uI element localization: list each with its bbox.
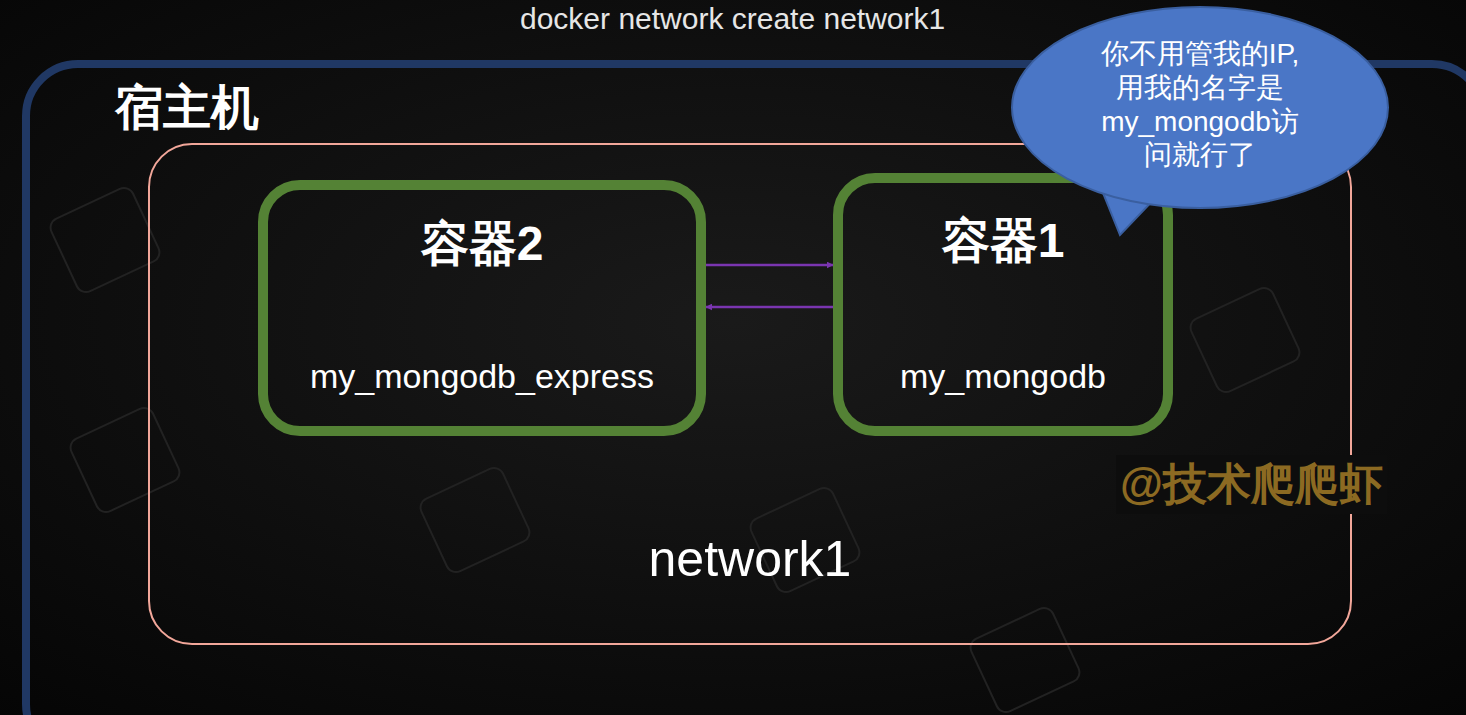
callout-text: 你不用管我的IP, 用我的名字是 my_mongodb访 问就行了: [1090, 37, 1310, 171]
keyboard-keys: [47, 185, 1302, 715]
container-name: my_mongodb: [900, 357, 1106, 396]
bubble-ellipse: [1012, 7, 1388, 208]
network-box: 容器2 my_mongodb_express 容器1 my_mongodbnetwor…: [148, 143, 1352, 645]
container-name: my_mongodb_express: [310, 357, 654, 396]
container-title: 容器2: [421, 212, 544, 276]
container-box: 容器2 my_mongodb_express: [258, 180, 706, 436]
command-heading: docker network create network1: [520, 2, 945, 36]
host-title: 宿主机: [115, 76, 259, 140]
network-name: network1: [649, 530, 852, 588]
container-title: 容器1: [942, 209, 1065, 273]
watermark: @技术爬爬虾: [1116, 455, 1387, 514]
connector-arrow: [706, 264, 833, 267]
speech-bubble: 你不用管我的IP, 用我的名字是 my_mongodb访 问就行了: [1010, 5, 1390, 210]
connector-arrow: [706, 306, 833, 309]
